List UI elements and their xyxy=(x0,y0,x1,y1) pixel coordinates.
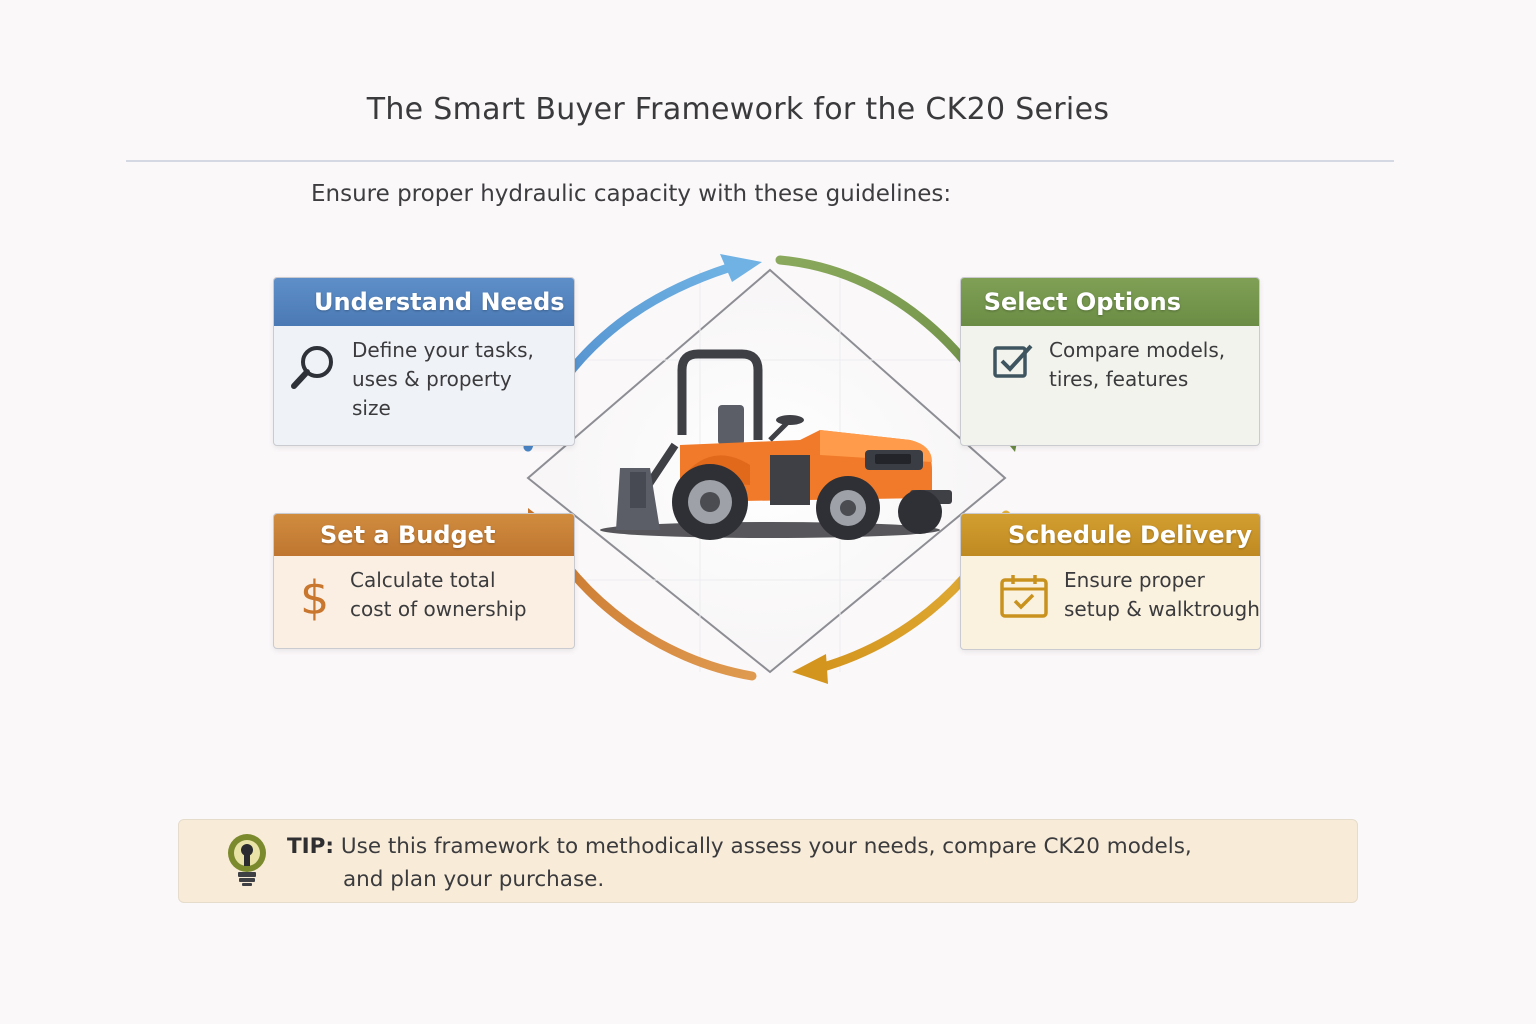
tip-text: TIP: Use this framework to methodically … xyxy=(287,830,1347,896)
step-card-text: Ensure proper setup & walktrough xyxy=(1064,568,1260,621)
step-card-text: Compare models, tires, features xyxy=(1049,338,1226,391)
tip-line-2: and plan your purchase. xyxy=(343,867,605,892)
page-title: The Smart Buyer Framework for the CK20 S… xyxy=(366,92,1110,127)
step-card-select-options: Select Options Compare models, tires, fe… xyxy=(960,277,1260,446)
lightbulb-icon xyxy=(223,832,271,892)
tip-box: TIP: Use this framework to methodically … xyxy=(178,819,1358,903)
svg-text:$: $ xyxy=(300,571,329,624)
page-subtitle: Ensure proper hydraulic capacity with th… xyxy=(311,181,952,207)
checkbox-icon xyxy=(993,344,1035,384)
step-card-title: Set a Budget xyxy=(274,514,574,556)
step-card-text: Calculate total cost of ownership xyxy=(350,568,527,621)
title-divider xyxy=(126,160,1394,162)
step-card-schedule-delivery: Schedule Delivery Ensure proper setup & … xyxy=(960,513,1261,650)
tractor-icon xyxy=(600,349,952,540)
step-card-title: Schedule Delivery xyxy=(961,514,1260,556)
step-card-title: Understand Needs xyxy=(274,278,574,326)
calendar-check-icon xyxy=(999,574,1051,624)
magnifier-icon xyxy=(288,342,338,396)
tip-label: TIP: xyxy=(287,834,335,859)
step-card-text: Define your tasks, uses & property size xyxy=(352,338,534,420)
step-card-title: Select Options xyxy=(961,278,1259,326)
tip-line-1: Use this framework to methodically asses… xyxy=(340,834,1192,859)
step-card-understand-needs: Understand Needs Define your tasks, uses… xyxy=(273,277,575,446)
step-card-set-a-budget: Set a Budget $ Calculate total cost of o… xyxy=(273,513,575,649)
dollar-icon: $ xyxy=(296,570,336,628)
